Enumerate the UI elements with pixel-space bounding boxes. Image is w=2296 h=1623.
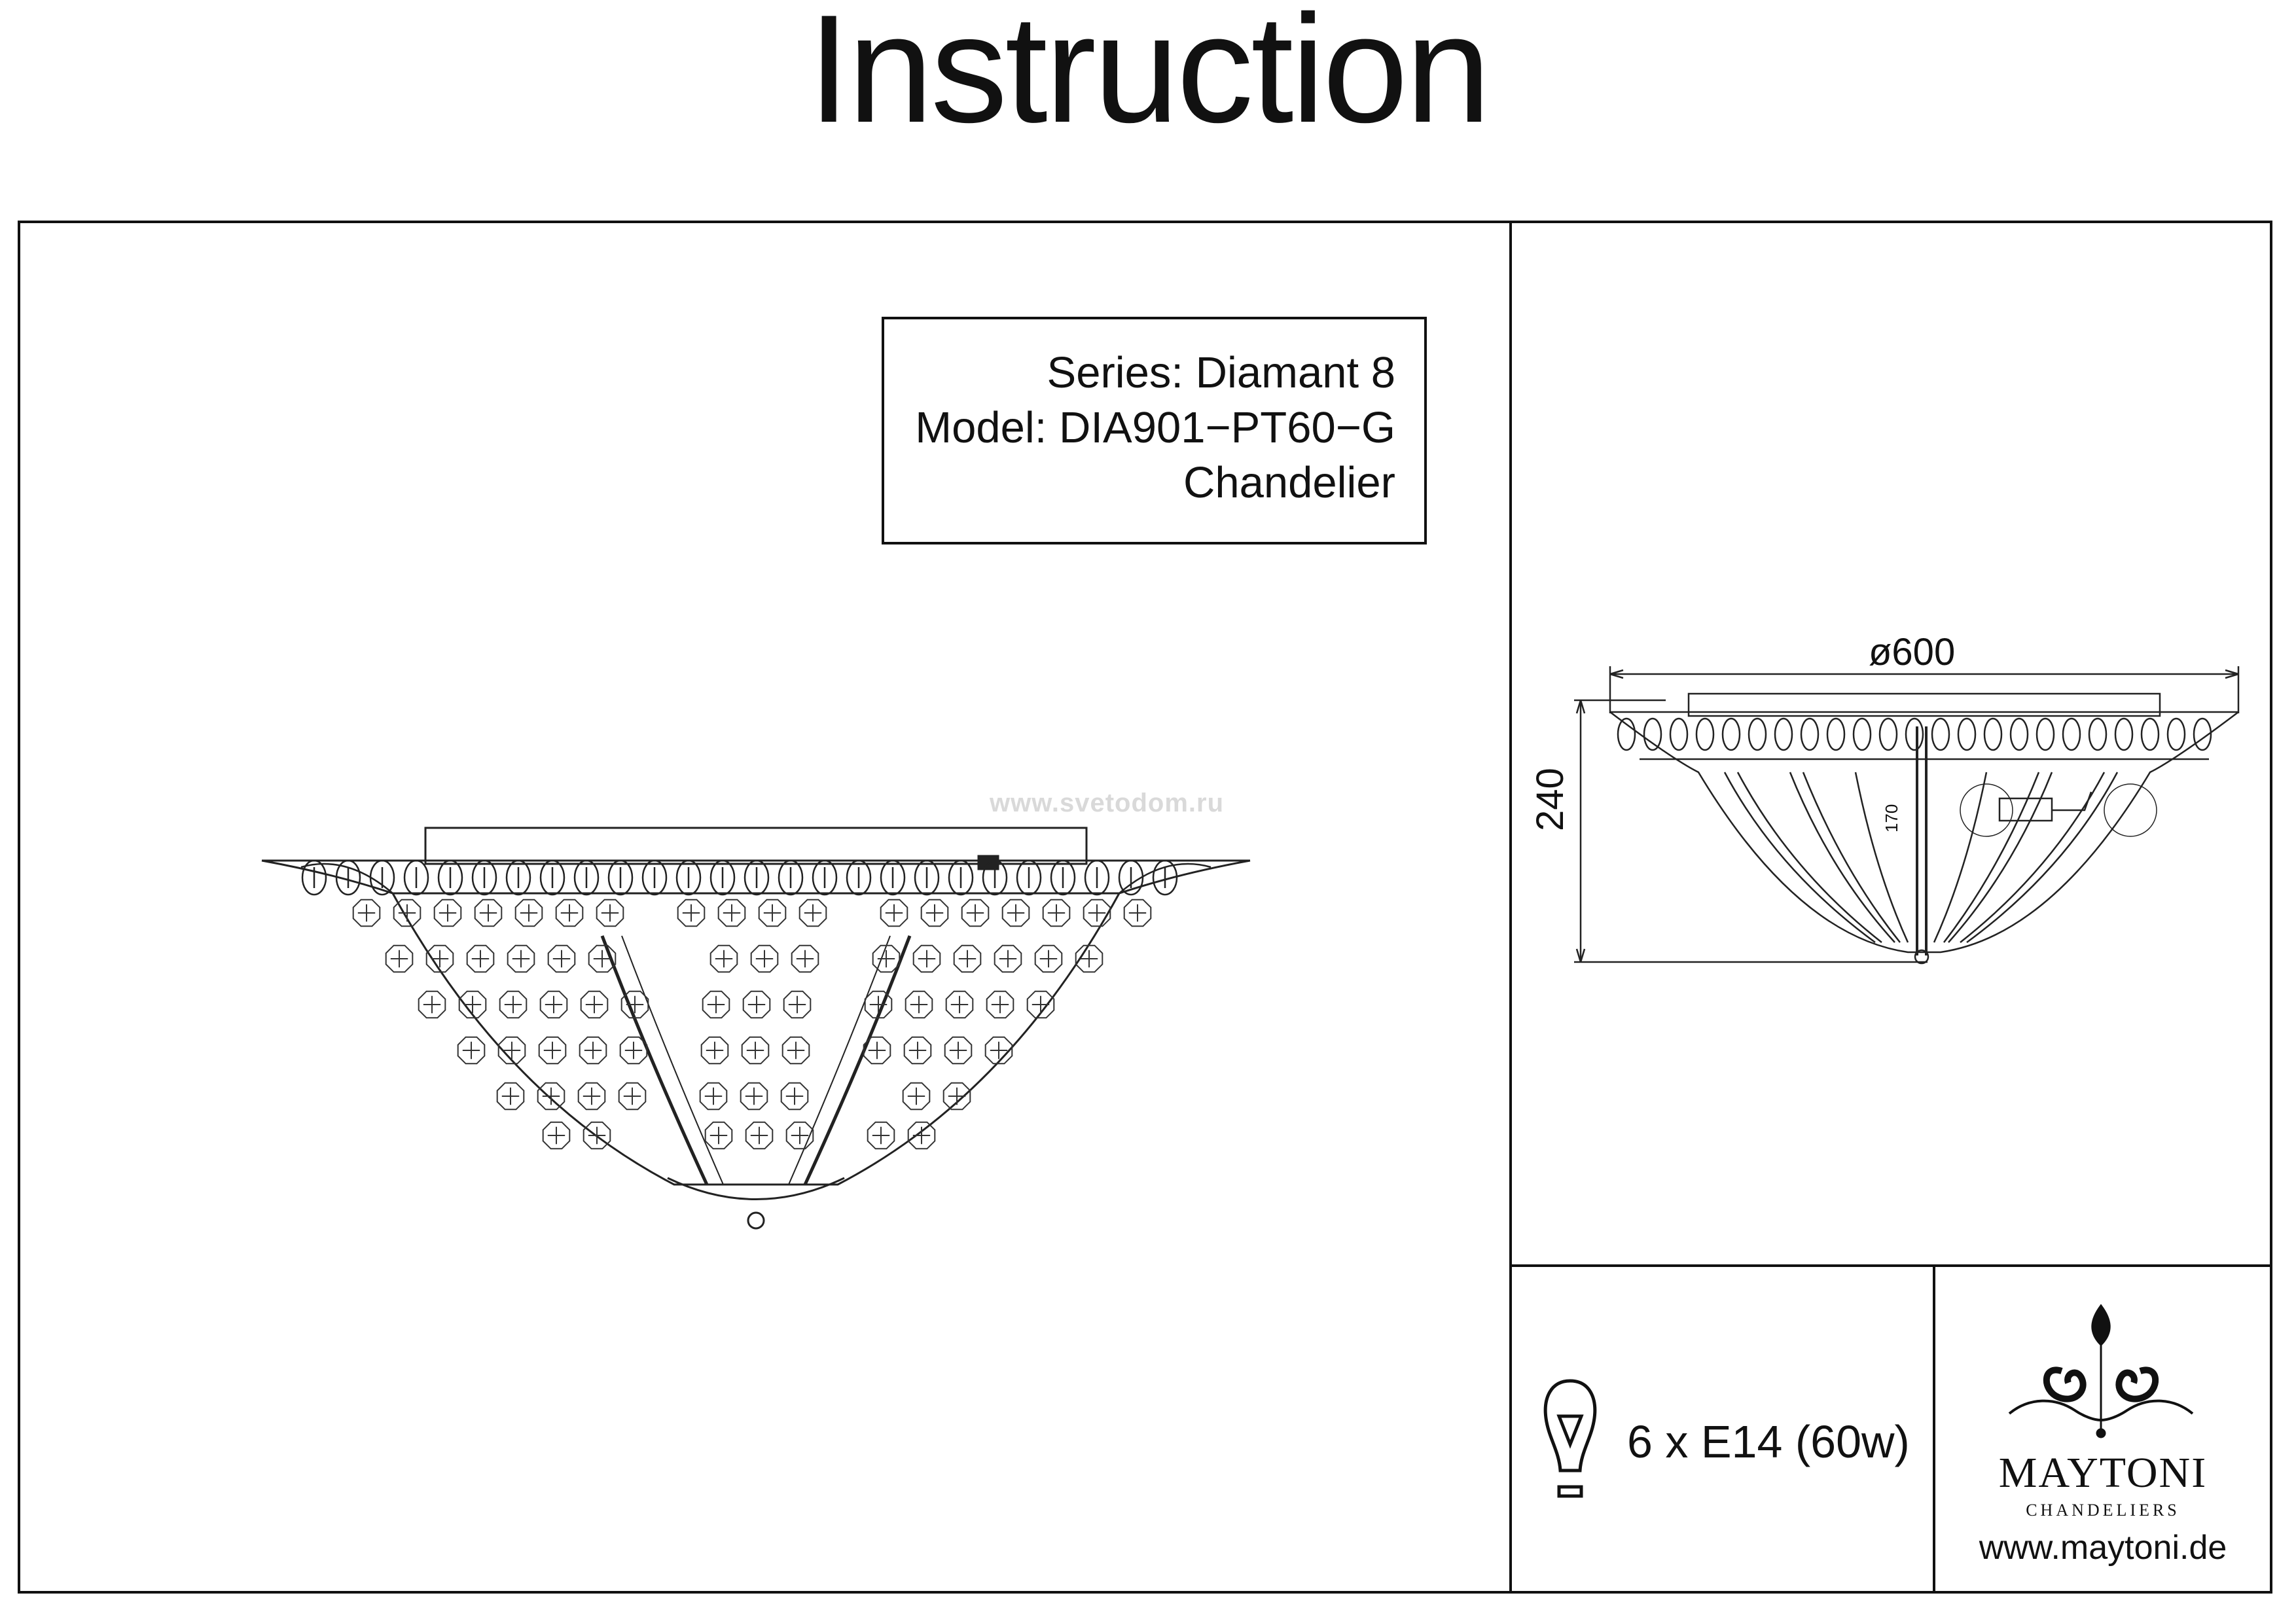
- series-label: Series: Diamant 8: [1047, 348, 1396, 397]
- divider-vertical: [1509, 221, 1512, 1594]
- page-title: Instruction: [807, 0, 1491, 154]
- brand-url[interactable]: www.maytoni.de: [1979, 1529, 2227, 1567]
- divider-horizontal: [1509, 1264, 2272, 1267]
- bulb-spec: 6 x E14 (60w): [1627, 1416, 1910, 1467]
- drawing-frame: [18, 221, 2272, 1594]
- light-bulb-icon: [1543, 1379, 1597, 1498]
- ornament-logo-icon: [2008, 1304, 2194, 1438]
- diameter-label: ø600: [1869, 631, 1956, 673]
- product-type-label: Chandelier: [1183, 458, 1395, 507]
- chandelier-front-drawing: [261, 827, 1251, 1230]
- model-label: Model: DIA901−PT60−G: [915, 403, 1395, 452]
- divider-logo: [1933, 1264, 1935, 1594]
- chandelier-dimension-drawing: [1574, 666, 2240, 965]
- brand-name: MAYTONI: [1998, 1449, 2208, 1497]
- height-label: 240: [1529, 768, 1571, 831]
- brand-subtitle: CHANDELIERS: [2026, 1501, 2180, 1520]
- inner-height-label: 170: [1882, 804, 1901, 832]
- product-info-box: Series: Diamant 8 Model: DIA901−PT60−G C…: [882, 317, 1427, 544]
- watermark: www.svetodom.ru: [990, 789, 1225, 817]
